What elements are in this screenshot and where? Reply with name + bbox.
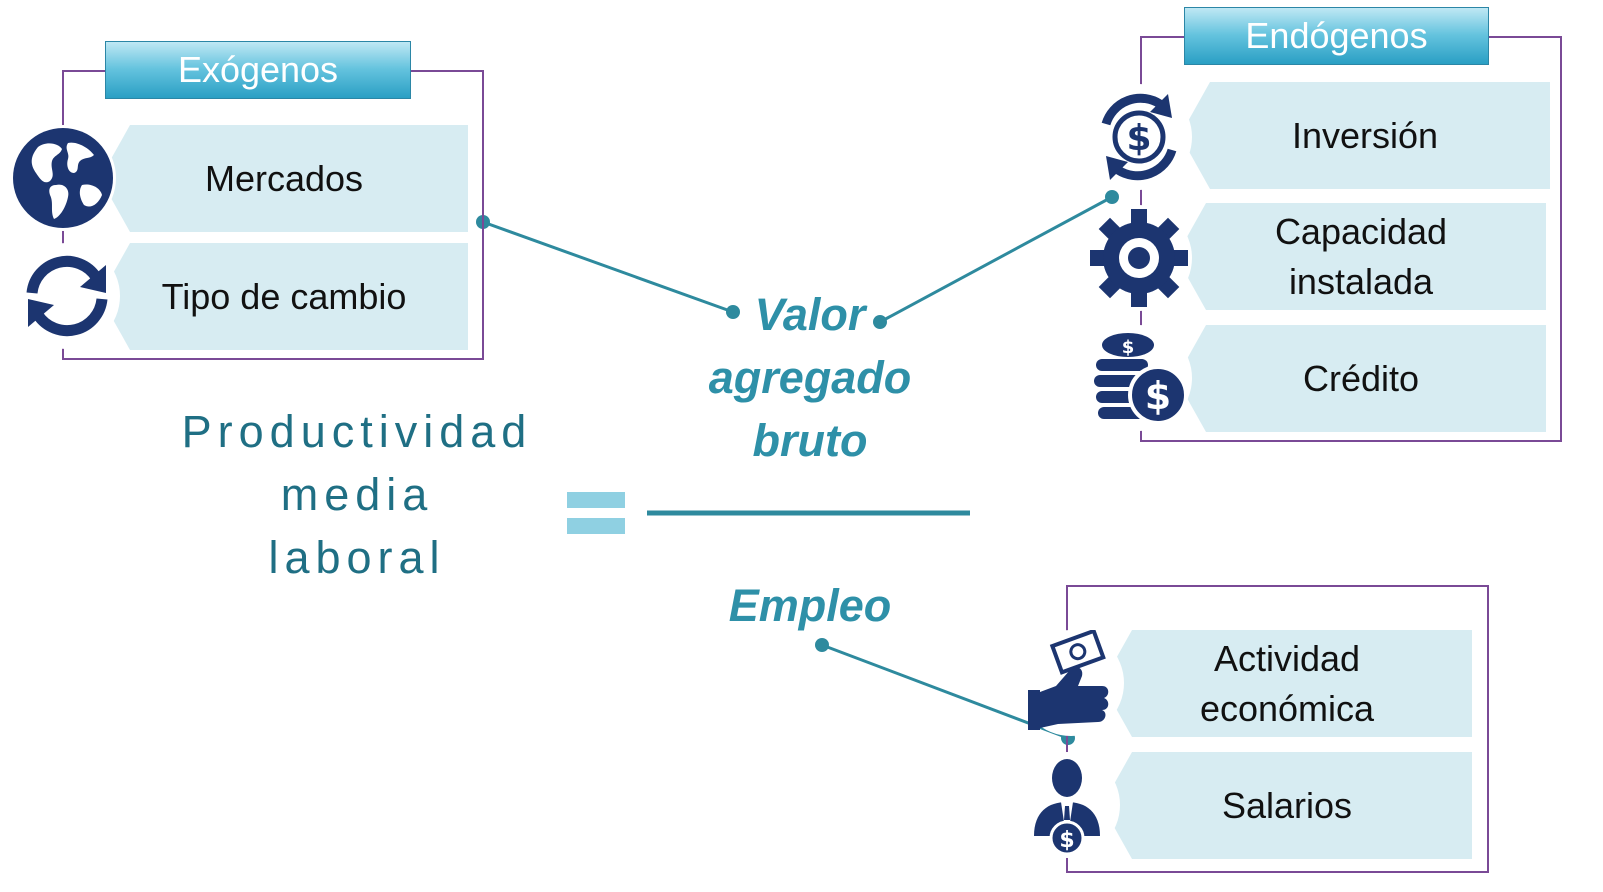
exogenos-item-mercados: Mercados (100, 125, 468, 232)
item-label: Inversión (1291, 114, 1439, 156)
dollar-cycle-icon: $ (1086, 84, 1192, 190)
endogenos-item-inversion: Inversión (1180, 82, 1550, 189)
endogenos-item-credito: Crédito (1176, 325, 1546, 432)
connector-dot (815, 638, 829, 652)
exogenos-title: Exógenos (177, 49, 339, 90)
formula-line: Productividad (181, 406, 533, 457)
numerator-label: Valor agregado bruto (650, 283, 970, 472)
numerator-line: agregado (708, 352, 912, 403)
exogenos-item-tipo-de-cambio: Tipo de cambio (100, 243, 468, 350)
item-label: Mercados (204, 157, 364, 199)
money-hand-icon (1018, 630, 1124, 736)
connector-dot (726, 305, 740, 319)
item-label: Crédito (1302, 357, 1420, 399)
item-label: Tipo de cambio (161, 275, 407, 317)
item-label-line: Actividad (1213, 637, 1361, 679)
numerator-line: bruto (752, 415, 868, 466)
empleo-item-salarios: Salarios (1102, 752, 1472, 859)
endogenos-item-capacidad-instalada: Capacidad instalada (1176, 203, 1546, 310)
item-label: Salarios (1221, 784, 1353, 826)
equals-sign-top (567, 492, 625, 508)
formula-line: media (280, 469, 434, 520)
svg-text:$: $ (1122, 337, 1135, 358)
denominator-text: Empleo (728, 580, 892, 631)
connector-dot (1105, 190, 1119, 204)
gear-icon (1086, 205, 1192, 311)
svg-text:$: $ (1059, 828, 1074, 853)
exogenos-header: Exógenos (105, 41, 411, 99)
empleo-item-actividad-economica: Actividad económica (1102, 630, 1472, 737)
connector-empleo-endogenos (821, 643, 1069, 740)
endogenos-title: Endógenos (1245, 15, 1428, 56)
coins-icon: $ $ (1086, 325, 1192, 431)
exchange-arrows-icon (14, 243, 120, 349)
globe-icon (10, 125, 116, 231)
formula-line: laboral (268, 532, 446, 583)
endogenos-header: Endógenos (1184, 7, 1489, 65)
connector-dot (873, 315, 887, 329)
connector-exogenos-valor (482, 220, 734, 314)
item-label-line: instalada (1288, 260, 1434, 302)
numerator-line: Valor (754, 289, 866, 340)
connector-endogenos-valor (879, 195, 1113, 324)
worker-salary-icon: $ (1014, 752, 1120, 858)
denominator-label: Empleo (650, 574, 970, 637)
equals-sign-bottom (567, 518, 625, 534)
svg-text:$: $ (1145, 374, 1171, 418)
item-label-line: Capacidad (1274, 210, 1448, 252)
productividad-label: Productividad media laboral (152, 400, 562, 589)
svg-text:$: $ (1126, 118, 1151, 159)
item-label-line: económica (1199, 687, 1375, 729)
